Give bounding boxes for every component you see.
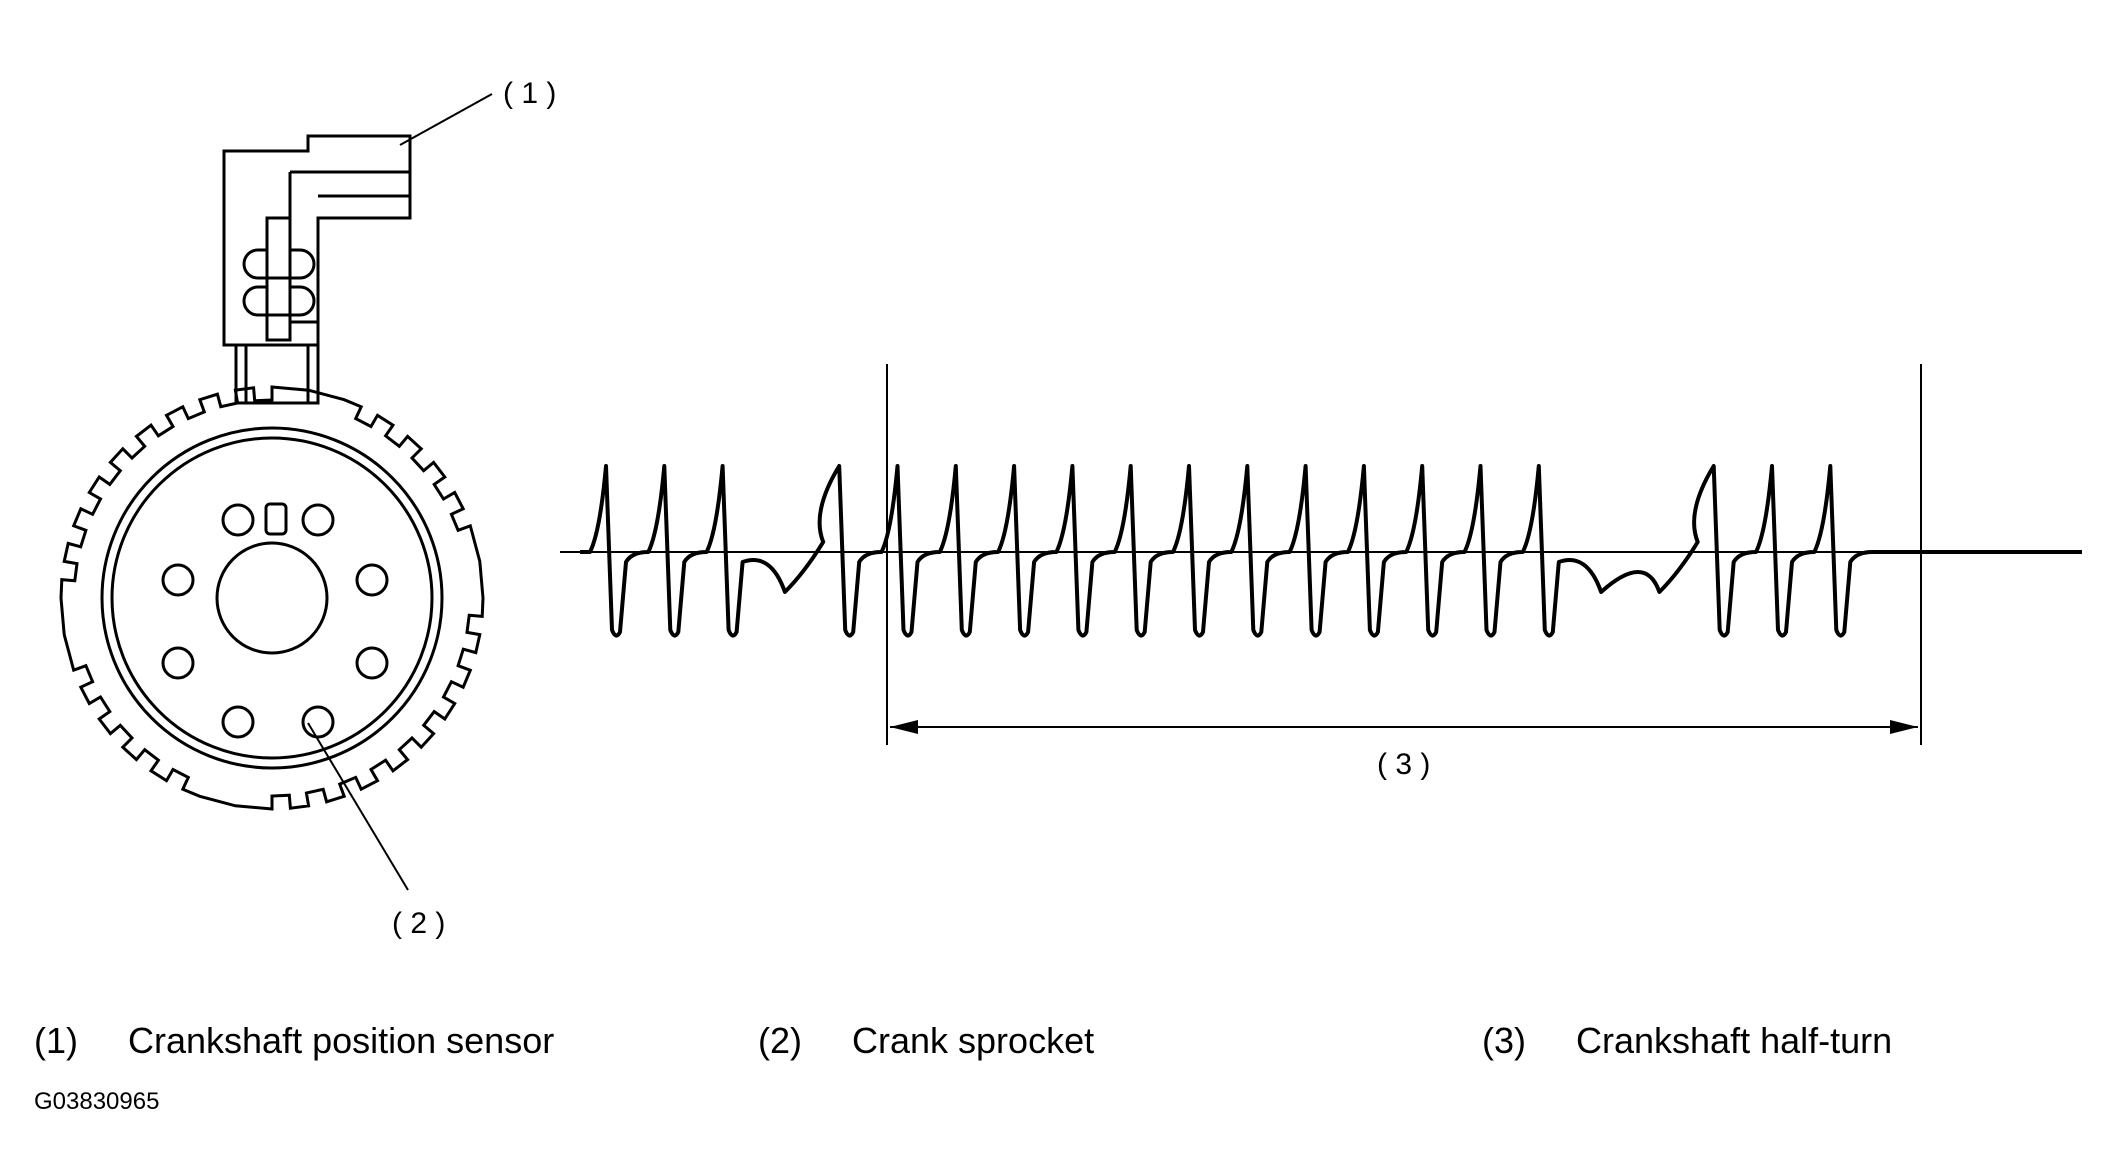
callout-leader-2: [307, 722, 409, 891]
legend-item-1: (1) Crankshaft position sensor: [34, 1020, 554, 1062]
sprocket-hub-bore: [215, 541, 329, 655]
legend-label: Crankshaft half-turn: [1576, 1020, 1893, 1061]
callout-1-label: ( 1 ): [503, 77, 556, 110]
signal-waveform: [560, 464, 2082, 638]
legend-label: Crank sprocket: [852, 1020, 1095, 1061]
legend-number: (2): [758, 1020, 802, 1061]
legend-item-2: (2) Crank sprocket: [758, 1020, 1094, 1062]
callout-2-label: ( 2 ): [392, 907, 445, 940]
callout-leader-1: [399, 93, 493, 146]
legend-label: Crankshaft position sensor: [128, 1020, 555, 1061]
legend-item-3: (3) Crankshaft half-turn: [1482, 1020, 1892, 1062]
callout-3-label: ( 3 ): [1377, 748, 1430, 781]
sprocket-bolt-hole: [301, 705, 335, 739]
crank-sprocket: [59, 385, 485, 811]
sprocket-bolt-hole: [301, 503, 335, 537]
sprocket-teeth: [59, 385, 485, 811]
sprocket-bolt-hole: [355, 563, 389, 597]
half-turn-dimension: [886, 364, 1922, 745]
sprocket-bolt-hole: [161, 646, 195, 680]
sprocket-bolt-hole: [221, 705, 255, 739]
sprocket-rim-inner: [110, 436, 434, 760]
crankshaft-position-sensor: [222, 134, 412, 405]
sprocket-key-slot: [264, 502, 288, 536]
sprocket-rim-outer: [100, 426, 444, 770]
figure-id: G03830965: [34, 1088, 160, 1115]
sprocket-bolt-hole: [221, 503, 255, 537]
legend-number: (3): [1482, 1020, 1526, 1061]
sprocket-bolt-hole: [161, 563, 195, 597]
legend-number: (1): [34, 1020, 78, 1061]
sprocket-bolt-hole: [355, 646, 389, 680]
waveform-trace: [580, 464, 2082, 638]
